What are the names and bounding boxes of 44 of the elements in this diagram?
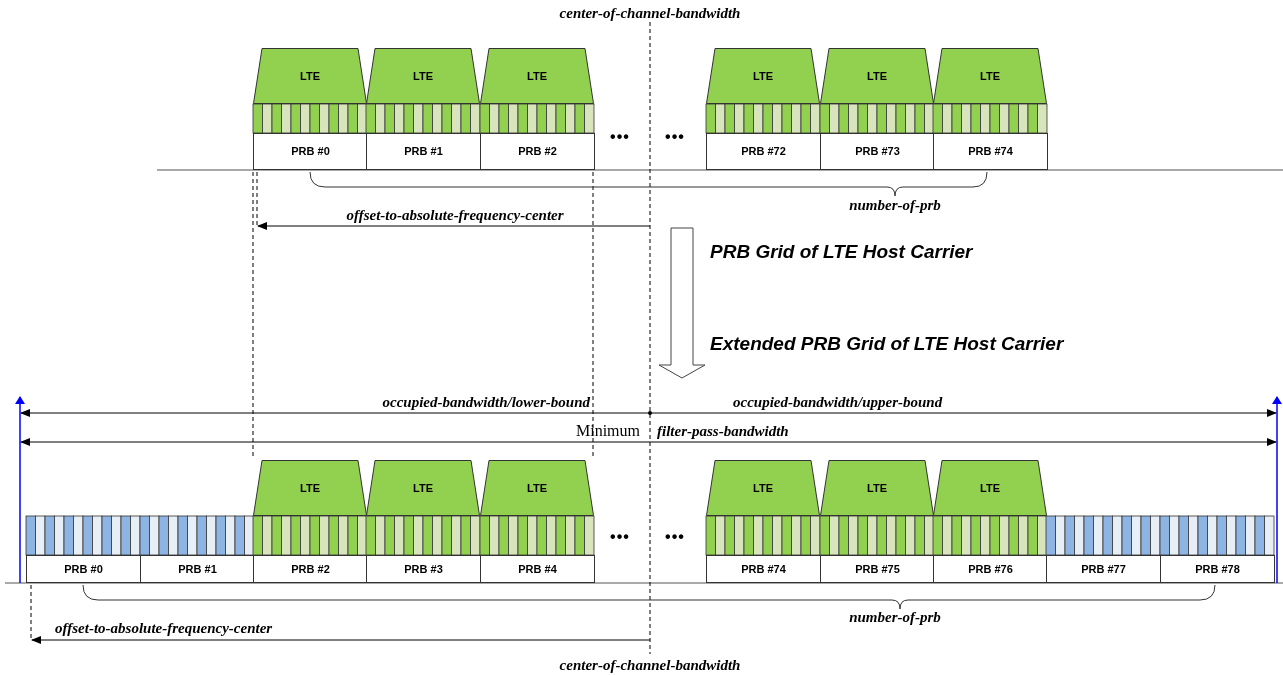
prb-box: PRB #0 [253, 133, 368, 170]
lte-trapezoid: LTE [366, 48, 480, 104]
dimension-label: offset-to-absolute-frequency-center [346, 206, 564, 224]
prb-box: PRB #75 [820, 555, 935, 583]
dimension-label: center-of-channel-bandwidth [559, 656, 741, 674]
lte-trapezoid: LTE [480, 460, 594, 516]
prb-box: PRB #1 [366, 133, 481, 170]
dimension-label: occupied-bandwidth/upper-bound [733, 393, 943, 411]
grid-caption: PRB Grid of LTE Host Carrier [710, 240, 973, 264]
dimension-label: number-of-prb [849, 196, 941, 214]
lte-trapezoid: LTE [933, 460, 1047, 516]
prb-box: PRB #2 [480, 133, 595, 170]
dimension-label: filter-pass-bandwidth [657, 422, 789, 440]
grid-caption: Extended PRB Grid of LTE Host Carrier [710, 332, 1064, 356]
prb-box: PRB #2 [253, 555, 368, 583]
dimension-label: offset-to-absolute-frequency-center [55, 619, 273, 637]
prb-box: PRB #4 [480, 555, 595, 583]
lte-trapezoid: LTE [706, 460, 820, 516]
prb-box: PRB #78 [1160, 555, 1275, 583]
ellipsis: ••• [610, 128, 630, 146]
lte-trapezoid: LTE [820, 48, 934, 104]
prb-box: PRB #72 [706, 133, 821, 170]
prb-box: PRB #74 [706, 555, 821, 583]
prb-box: PRB #77 [1046, 555, 1161, 583]
lte-trapezoid: LTE [820, 460, 934, 516]
lte-trapezoid: LTE [933, 48, 1047, 104]
prb-box: PRB #0 [26, 555, 141, 583]
prb-box: PRB #76 [933, 555, 1048, 583]
lte-trapezoid: LTE [366, 460, 480, 516]
lte-trapezoid: LTE [480, 48, 594, 104]
prb-box: PRB #74 [933, 133, 1048, 170]
prb-box: PRB #73 [820, 133, 935, 170]
lte-trapezoid: LTE [706, 48, 820, 104]
prb-box: PRB #3 [366, 555, 481, 583]
lte-trapezoid: LTE [253, 48, 367, 104]
dimension-label: Minimum [576, 422, 640, 440]
ellipsis: ••• [665, 528, 685, 546]
lte-trapezoid: LTE [253, 460, 367, 516]
dimension-label: center-of-channel-bandwidth [559, 4, 741, 22]
ellipsis: ••• [665, 128, 685, 146]
ellipsis: ••• [610, 528, 630, 546]
dimension-label: occupied-bandwidth/lower-bound [382, 393, 590, 411]
dimension-label: number-of-prb [849, 608, 941, 626]
prb-box: PRB #1 [140, 555, 255, 583]
